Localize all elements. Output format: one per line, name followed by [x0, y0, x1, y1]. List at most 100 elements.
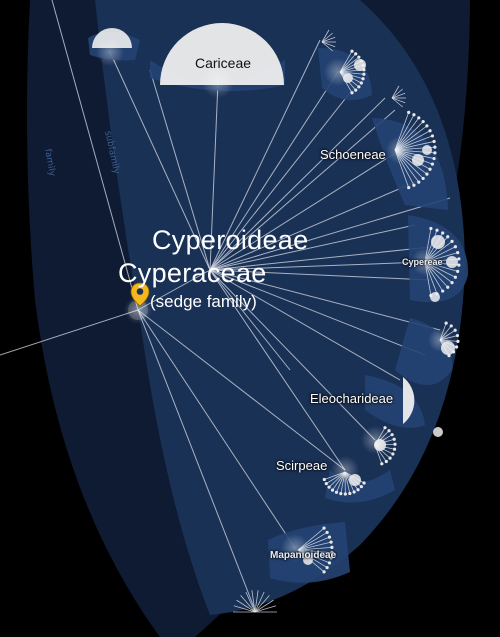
leaf-dot — [362, 481, 366, 485]
tribe-label-scirpeae[interactable]: Scirpeae — [276, 458, 328, 473]
leaf-dot — [359, 81, 363, 85]
leaf-dot — [430, 134, 435, 138]
leaf-dot — [456, 269, 460, 273]
leaf-dot — [457, 263, 461, 267]
leaf-dot — [329, 540, 333, 544]
leaf-dot — [362, 72, 366, 76]
tribe-label-cariceae[interactable]: Cariceae — [195, 55, 252, 71]
focus-node[interactable] — [128, 300, 148, 320]
branch-line — [137, 309, 256, 611]
leaf-dot — [383, 426, 387, 430]
branch-line — [209, 269, 431, 281]
branch-line — [209, 269, 291, 371]
leaf-branch — [391, 97, 406, 104]
leaf-dot — [417, 180, 421, 184]
genus-node[interactable] — [354, 59, 366, 71]
branch-line — [209, 269, 401, 381]
genus-node[interactable] — [422, 145, 432, 155]
leaf-branch — [254, 599, 274, 613]
leaf-dot — [354, 52, 358, 56]
subfamily-title[interactable]: Cyperoideae — [152, 225, 309, 255]
leaf-branch — [391, 88, 403, 99]
leaf-branch — [321, 32, 333, 43]
leaf-dot — [429, 226, 433, 231]
leaf-dot — [432, 139, 436, 144]
leaf-dot — [330, 545, 334, 549]
leaf-dot — [407, 185, 411, 190]
leaf-dot — [412, 113, 416, 117]
leaf-dot — [450, 239, 454, 243]
leaf-dot — [446, 285, 450, 289]
branch-line — [209, 71, 339, 271]
leaf-branch — [240, 595, 256, 613]
leaf-dot — [391, 452, 395, 456]
branch-line — [209, 269, 426, 356]
tribe-label-cypereae[interactable]: Cypereae — [402, 257, 443, 267]
leaf-dot — [433, 145, 437, 149]
leaf-branch — [251, 590, 256, 613]
leaf-dot — [330, 488, 335, 492]
genus-node[interactable] — [303, 555, 313, 565]
leaf-dot — [387, 429, 391, 433]
leaf-dot — [433, 151, 437, 155]
common-name: (sedge family) — [150, 292, 257, 311]
genus-node[interactable] — [446, 256, 458, 268]
genus-node[interactable] — [430, 292, 440, 302]
leaf-dot — [446, 235, 450, 239]
leaf-dot — [350, 91, 354, 95]
cariceae-node[interactable] — [160, 23, 284, 85]
leaf-dot — [412, 183, 416, 187]
leaf-dot — [432, 156, 436, 161]
branch-line — [209, 269, 441, 331]
tribe-label-schoeneae[interactable]: Schoeneae — [320, 147, 386, 162]
leaf-dot — [350, 49, 354, 53]
leaf-dot — [449, 324, 453, 328]
leaf-branch — [321, 41, 336, 48]
leaf-dot — [453, 275, 457, 279]
tribe-nodes[interactable] — [92, 23, 415, 424]
subfamily-region[interactable] — [95, 0, 465, 615]
tribe-label-mapanioideae[interactable]: Mapanioideae — [270, 550, 337, 561]
leaf-dot — [417, 116, 421, 120]
tribe-label-eleocharideae[interactable]: Eleocharideae — [310, 391, 394, 406]
leaf-dot — [357, 55, 361, 59]
leaf-dot — [441, 231, 445, 235]
branch-line — [109, 51, 211, 271]
leaf-dot — [456, 251, 460, 255]
leaf-dot — [388, 456, 392, 460]
genus-node[interactable] — [431, 235, 445, 249]
leaf-dot — [334, 490, 339, 494]
leaf-dot — [352, 490, 356, 494]
branch-line — [209, 179, 421, 271]
parent-stem — [51, 0, 139, 311]
leaf-branch — [391, 92, 406, 99]
leaf-dot — [435, 228, 439, 232]
map-pin-icon[interactable] — [130, 282, 150, 307]
leaf-dot — [380, 462, 384, 466]
branch-line — [209, 149, 401, 271]
leaf-dot — [348, 491, 352, 496]
genus-node[interactable] — [412, 154, 424, 166]
leaf-dot — [324, 481, 328, 486]
genus-node[interactable] — [433, 427, 443, 437]
branch-line — [209, 109, 396, 271]
leaf-branch — [254, 605, 277, 613]
leaf-dot — [421, 176, 425, 181]
leaf-dot — [457, 257, 461, 261]
family-title[interactable]: Cyperaceae — [118, 258, 267, 288]
leaf-dot — [441, 289, 445, 293]
leaf-dot — [425, 172, 429, 176]
leaf-dot — [453, 245, 457, 249]
leaf-branch — [321, 29, 330, 43]
leaf-dot — [456, 339, 460, 343]
branch-line — [137, 309, 346, 471]
branch-line — [209, 197, 451, 271]
eleocharideae-node[interactable] — [403, 377, 415, 424]
leaf-dot — [392, 447, 397, 451]
leaf-dot — [359, 485, 363, 489]
leaf-dot — [453, 328, 457, 332]
leaf-dot — [327, 535, 332, 539]
leaf-branch — [254, 591, 265, 613]
